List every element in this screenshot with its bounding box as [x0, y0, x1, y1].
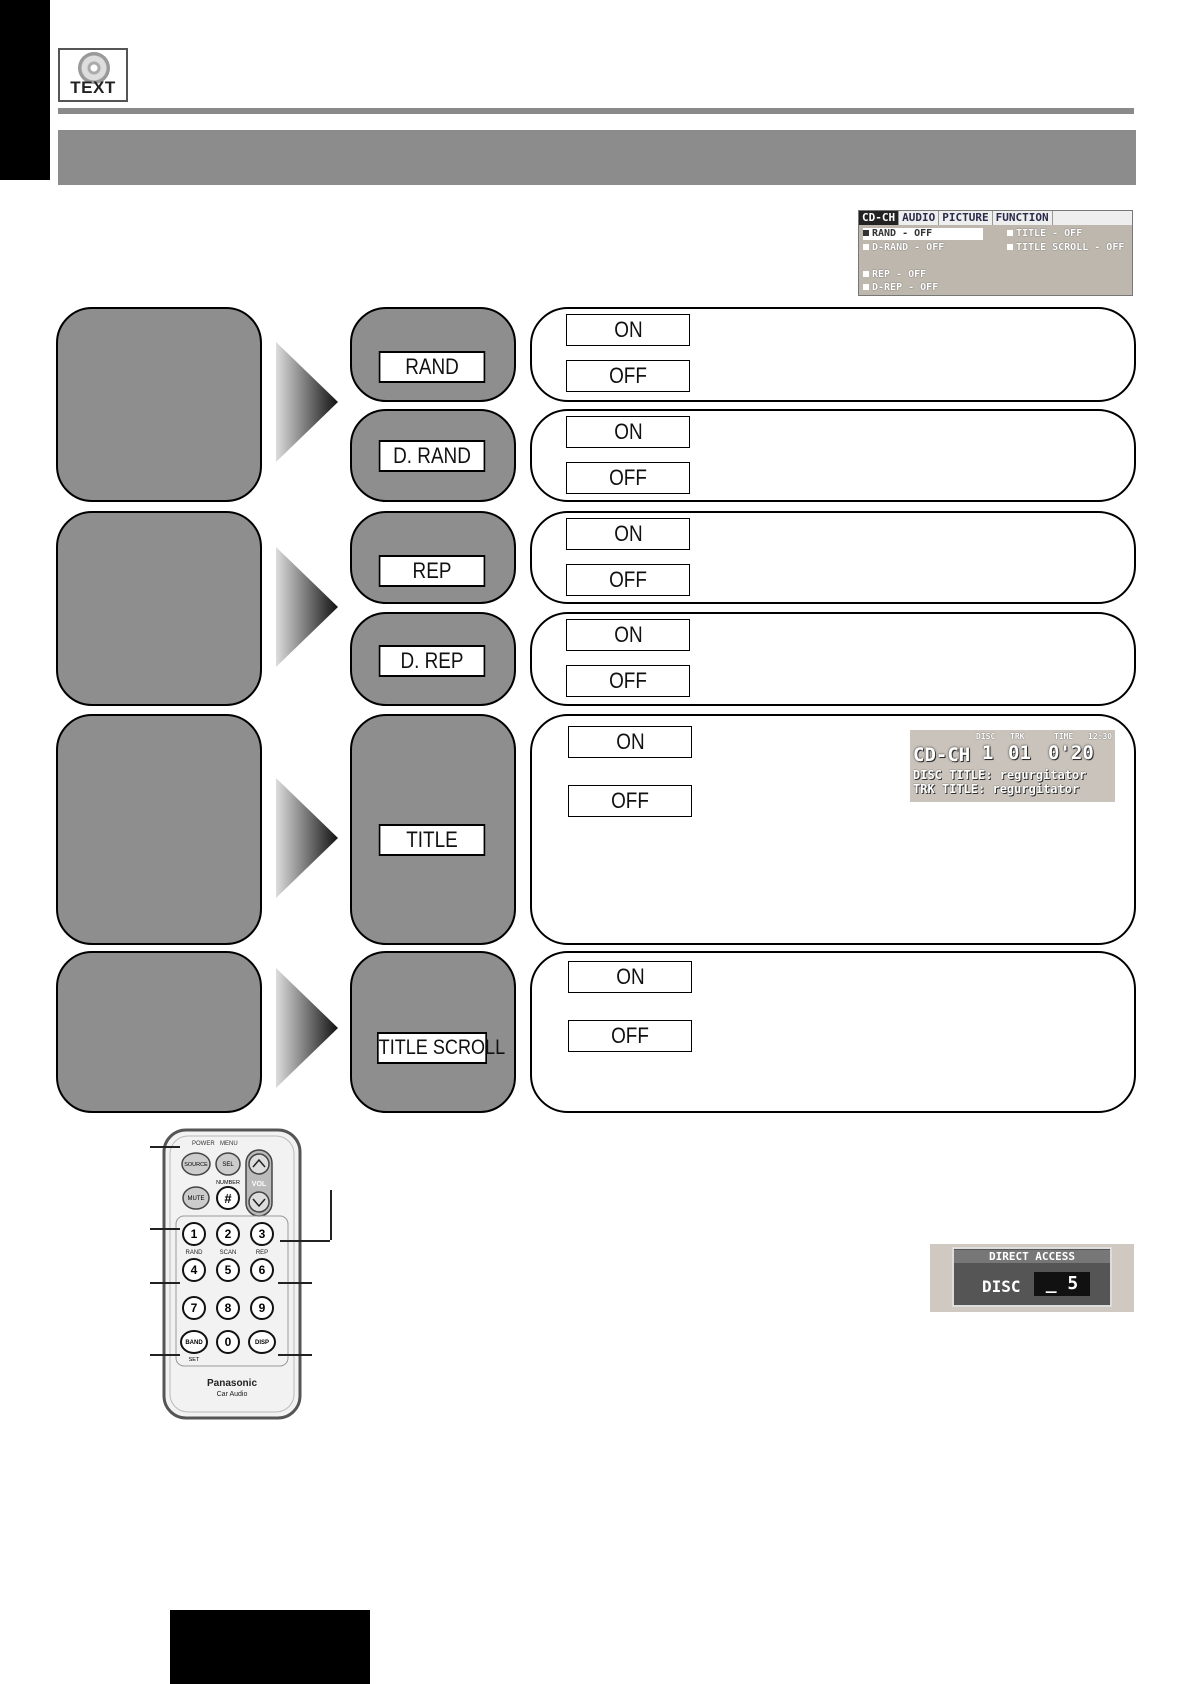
menu-screenshot: CD-CH AUDIO PICTURE FUNCTION RAND - OFF …	[858, 210, 1133, 296]
text-icon-label: TEXT	[70, 78, 116, 97]
title-screen-track-label: TRK	[1010, 732, 1025, 741]
callout-line	[150, 1146, 180, 1148]
remote-key-2: 2	[225, 1227, 232, 1241]
arrow-icon	[276, 968, 338, 1088]
callout-line	[278, 1282, 312, 1284]
remote-brand: Panasonic	[207, 1378, 257, 1389]
option-rep-off: OFF	[566, 564, 690, 596]
remote-number-label: NUMBER	[216, 1180, 240, 1186]
description-box-title	[56, 714, 262, 945]
remote-key-5: 5	[225, 1263, 232, 1277]
remote-set-label: SET	[189, 1357, 200, 1363]
cd-text-icon: TEXT	[58, 48, 128, 102]
arrow-icon	[276, 778, 338, 898]
menu-row-d-rand: D-RAND - OFF	[863, 242, 944, 254]
remote-band-button: BAND	[185, 1340, 203, 1346]
option-rep-on: ON	[566, 518, 690, 550]
option-rand-on: ON	[566, 314, 690, 346]
option-title-scroll-off: OFF	[568, 1020, 692, 1052]
callout-line	[330, 1190, 332, 1240]
setting-label-rand: RAND	[378, 351, 486, 383]
menu-row-title-scroll: TITLE SCROLL - OFF	[1007, 242, 1124, 254]
description-box-random	[56, 307, 262, 502]
menu-row-title: TITLE - OFF	[1007, 228, 1082, 240]
title-screen-time-value: 0'20	[1048, 742, 1094, 764]
arrow-icon	[276, 547, 338, 667]
remote-hash-button: #	[224, 1191, 232, 1206]
direct-access-screenshot: DIRECT ACCESS DISC _ 5	[930, 1244, 1134, 1312]
remote-disp-button: DISP	[255, 1340, 269, 1346]
footer-page-block	[170, 1610, 370, 1684]
title-screen-time-label: TIME	[1054, 732, 1074, 741]
option-rand-off: OFF	[566, 360, 690, 392]
setting-label-rep: REP	[378, 555, 486, 587]
remote-power-label: POWER	[192, 1141, 215, 1147]
remote-key-4: 4	[191, 1263, 198, 1277]
description-box-repeat	[56, 511, 262, 706]
remote-rand-label: RAND	[185, 1250, 203, 1256]
remote-control-illustration: POWER MENU SOURCE SEL VOL MUTE NUMBER # …	[162, 1128, 302, 1420]
setting-label-title: TITLE	[378, 824, 486, 856]
arrow-icon	[276, 342, 338, 462]
callout-line	[280, 1240, 330, 1242]
remote-source-button: SOURCE	[184, 1162, 208, 1168]
option-d-rand-off: OFF	[566, 462, 690, 494]
remote-key-6: 6	[259, 1263, 266, 1277]
direct-access-disc-value: _ 5	[1034, 1272, 1090, 1296]
setting-label-d-rand: D. RAND	[378, 440, 486, 472]
option-title-off: OFF	[568, 785, 692, 817]
callout-line	[150, 1228, 180, 1230]
description-box-title-scroll	[56, 951, 262, 1113]
option-title-on: ON	[568, 726, 692, 758]
callout-line	[150, 1282, 180, 1284]
callout-line	[150, 1354, 180, 1356]
title-screen-track-title: TRK TITLE: regurgitator	[913, 782, 1080, 796]
title-screen-disc-title: DISC TITLE: regurgitator	[913, 768, 1087, 782]
remote-vol-label: VOL	[252, 1181, 267, 1188]
menu-tab-audio: AUDIO	[899, 211, 940, 225]
remote-key-7: 7	[191, 1301, 198, 1315]
direct-access-title: DIRECT ACCESS	[954, 1250, 1110, 1263]
title-screen-disc-label: DISC	[976, 732, 996, 741]
option-d-rand-on: ON	[566, 416, 690, 448]
callout-line	[278, 1354, 312, 1356]
remote-key-9: 9	[259, 1301, 266, 1315]
menu-tabs: CD-CH AUDIO PICTURE FUNCTION	[859, 211, 1132, 225]
remote-mute-button: MUTE	[188, 1196, 205, 1202]
menu-tab-function: FUNCTION	[993, 211, 1053, 225]
option-d-rep-on: ON	[566, 619, 690, 651]
remote-key-3: 3	[259, 1227, 266, 1241]
title-screen-source: CD-CH	[913, 744, 971, 766]
section-title-bar	[58, 130, 1136, 185]
remote-key-1: 1	[191, 1227, 198, 1241]
remote-key-8: 8	[225, 1301, 232, 1315]
direct-access-disc-label: DISC	[982, 1277, 1021, 1296]
menu-tab-cd-ch: CD-CH	[859, 211, 900, 225]
setting-label-d-rep: D. REP	[378, 645, 486, 677]
menu-row-rep: REP - OFF	[863, 269, 926, 281]
option-d-rep-off: OFF	[566, 665, 690, 697]
edge-tab	[0, 0, 50, 180]
remote-scan-label: SCAN	[220, 1250, 237, 1256]
menu-row-d-rep: D-REP - OFF	[863, 282, 938, 294]
menu-row-rand: RAND - OFF	[863, 228, 983, 240]
remote-key-0: 0	[225, 1335, 232, 1349]
direct-access-popup: DIRECT ACCESS DISC _ 5	[952, 1247, 1112, 1307]
remote-brand-sub: Car Audio	[217, 1391, 248, 1398]
title-display-screenshot: CD-CH DISC 1 TRK 01 TIME 0'20 12:30 DISC…	[910, 730, 1115, 802]
menu-tab-picture: PICTURE	[939, 211, 993, 225]
remote-menu-label: MENU	[220, 1141, 238, 1147]
remote-sel-button: SEL	[222, 1162, 234, 1168]
option-title-scroll-on: ON	[568, 961, 692, 993]
title-screen-disc-value: 1	[982, 742, 994, 764]
header-rule	[58, 108, 1134, 114]
disc-icon	[78, 52, 110, 84]
remote-rep-label: REP	[256, 1250, 268, 1256]
setting-label-title-scroll: TITLE SCROLL	[376, 1032, 505, 1064]
title-screen-track-value: 01	[1008, 742, 1031, 764]
title-screen-clock: 12:30	[1088, 732, 1113, 741]
